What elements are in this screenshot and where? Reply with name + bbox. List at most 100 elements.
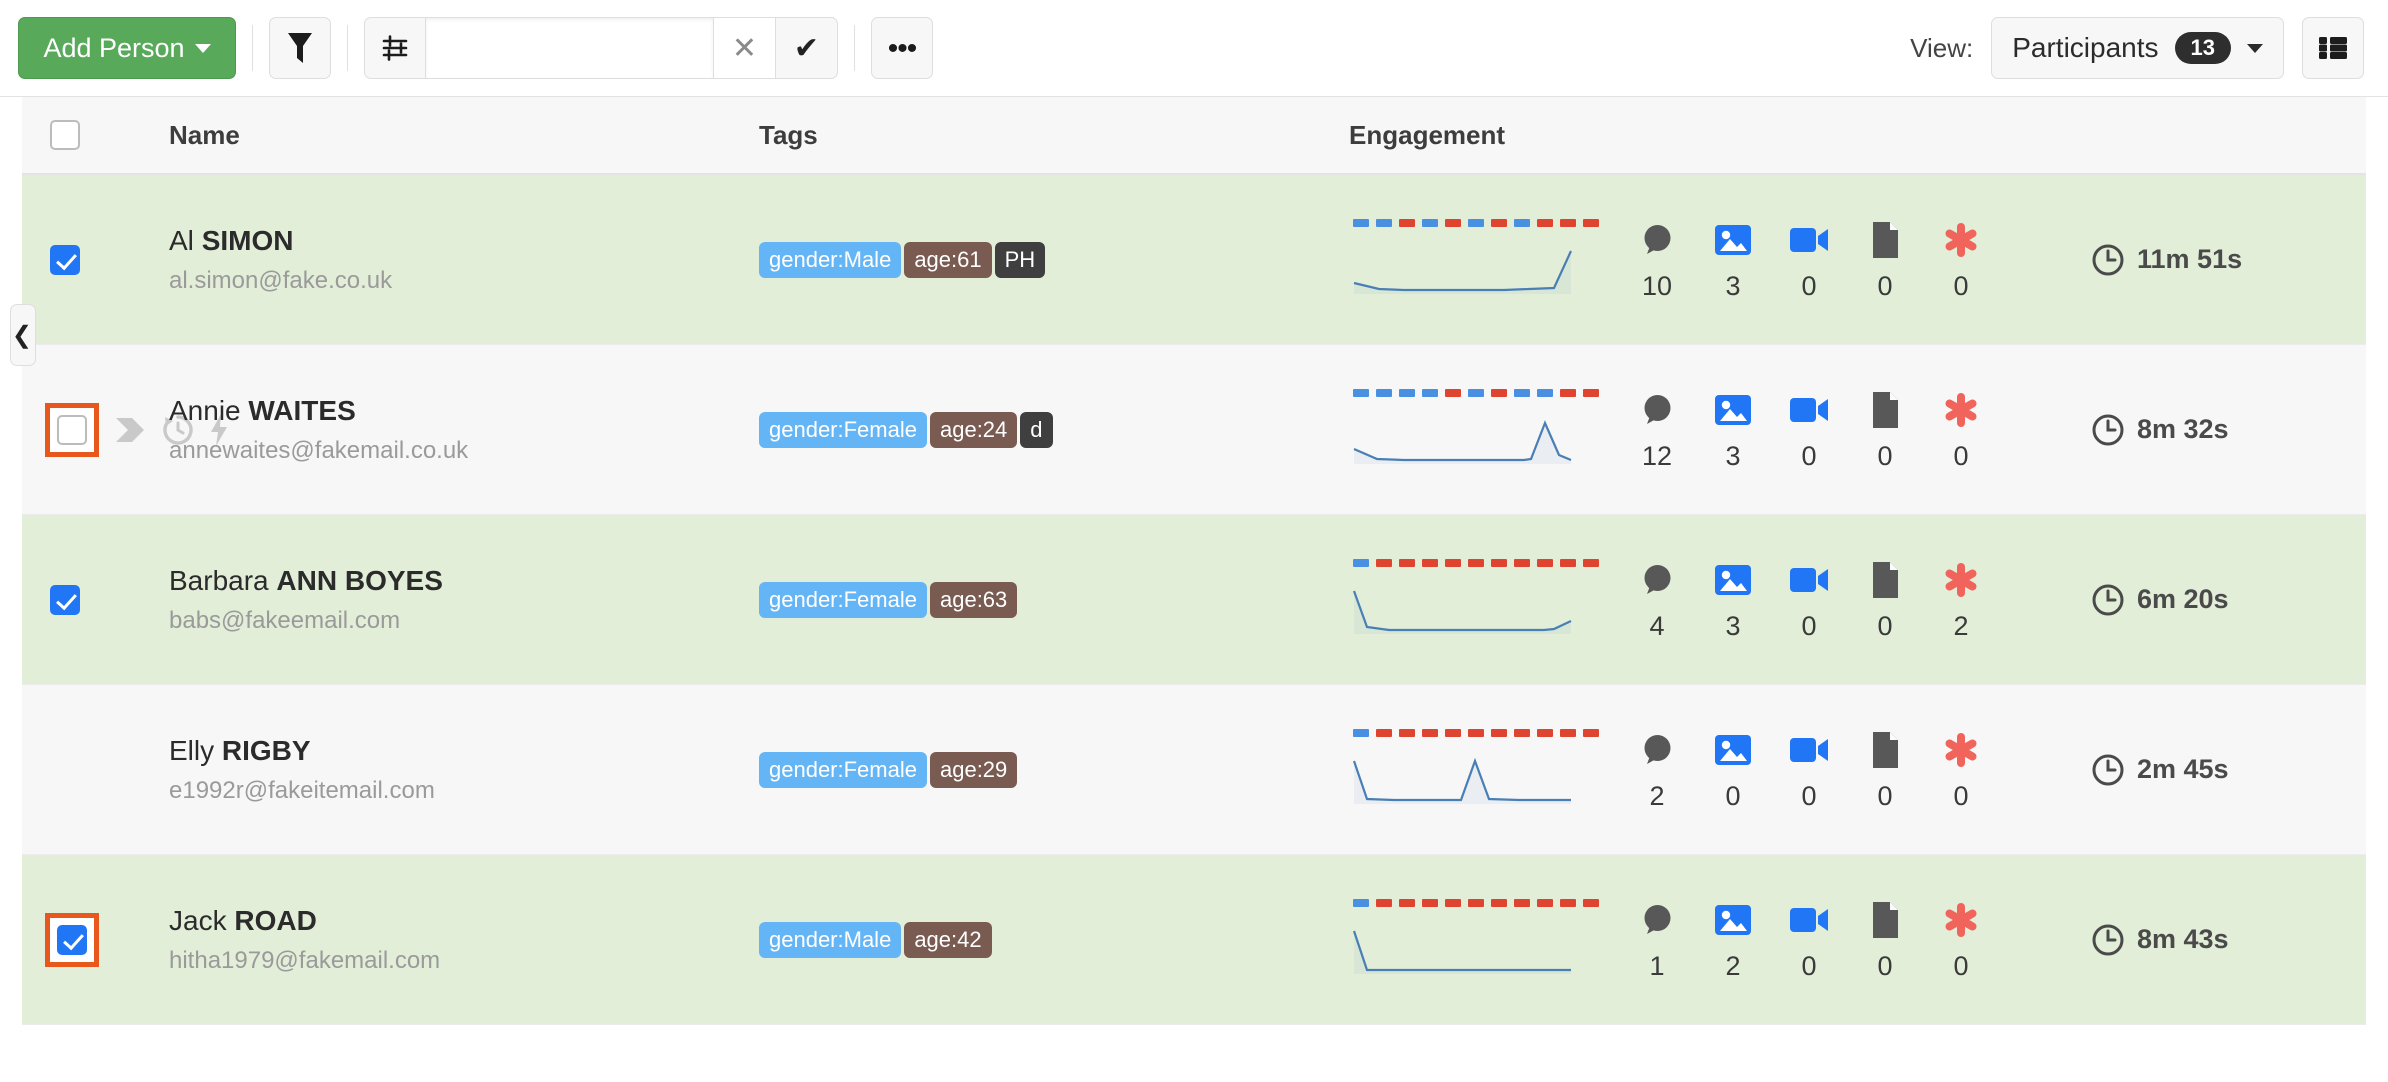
filter-button[interactable] [269, 17, 331, 79]
row-checkbox[interactable] [57, 924, 87, 955]
sidebar-collapse-handle[interactable]: ❮ [10, 304, 36, 366]
grid-view-button[interactable] [2302, 17, 2364, 79]
image-icon-holder [1695, 897, 1771, 943]
search-settings-button[interactable] [364, 17, 426, 79]
counter-value: 3 [1725, 611, 1741, 641]
engagement-dash [1468, 388, 1484, 397]
row-checkbox-wrapper[interactable] [50, 244, 80, 275]
add-person-button[interactable]: Add Person [18, 17, 236, 79]
engagement-dash [1560, 388, 1576, 397]
engagement-dash [1560, 728, 1576, 737]
engagement-dash [1376, 728, 1392, 737]
engagement-dash [1491, 898, 1507, 907]
history-icon[interactable] [162, 414, 194, 446]
tag-chip[interactable]: gender:Female [759, 751, 927, 788]
select-all-checkbox[interactable] [50, 120, 80, 150]
engagement-dash-strip [1349, 898, 1599, 907]
counter-value: 2 [1649, 781, 1665, 811]
row-checkbox[interactable] [50, 584, 80, 615]
engagement-cell: 10 3 0 0 0 [1349, 217, 2366, 302]
engagement-counter: 0 [1847, 557, 1923, 642]
counter-value: 2 [1725, 951, 1741, 981]
engagement-dash [1468, 728, 1484, 737]
engagement-counter: 10 [1619, 217, 1695, 302]
engagement-dash [1445, 388, 1461, 397]
tag-chip[interactable]: d [1020, 411, 1053, 448]
duration-value: 8m 32s [2137, 414, 2229, 444]
comment-icon-holder [1619, 897, 1695, 943]
comment-icon-holder [1619, 387, 1695, 433]
participant-email: hitha1979@fakemail.com [169, 946, 441, 974]
engagement-counters: 12 3 0 0 0 [1619, 387, 1999, 472]
engagement-counter: 0 [1771, 387, 1847, 472]
tag-chip[interactable]: age:63 [929, 581, 1018, 618]
row-checkbox-wrapper[interactable] [45, 912, 99, 967]
row-select-cell [22, 402, 227, 457]
row-checkbox[interactable] [57, 414, 87, 445]
image-icon-holder [1695, 387, 1771, 433]
tag-chip[interactable]: age:29 [929, 751, 1018, 788]
lightning-icon[interactable] [208, 413, 230, 447]
engagement-dash [1353, 218, 1369, 227]
document-icon [1873, 562, 1898, 598]
row-checkbox-wrapper[interactable] [50, 584, 80, 615]
tag-chip[interactable]: gender:Female [759, 411, 927, 448]
asterisk-icon [1945, 733, 1977, 767]
counter-value: 0 [1953, 271, 1969, 301]
column-header-engagement[interactable]: Engagement [1349, 119, 1506, 150]
column-header-name[interactable]: Name [169, 119, 240, 150]
column-header-tags[interactable]: Tags [759, 119, 818, 150]
tag-chip[interactable]: age:42 [904, 921, 992, 958]
engagement-dash [1583, 898, 1599, 907]
clear-search-button[interactable]: ✕ [714, 17, 776, 79]
comment-icon-holder [1619, 557, 1695, 603]
engagement-counter: 3 [1695, 387, 1771, 472]
search-input[interactable] [426, 17, 714, 79]
engagement-counter: 0 [1771, 557, 1847, 642]
counter-value: 2 [1953, 611, 1969, 641]
tag-chip[interactable]: age:24 [929, 411, 1018, 448]
chevron-down-icon [194, 43, 211, 53]
asterisk-icon [1945, 393, 1977, 427]
counter-value: 10 [1641, 271, 1673, 301]
tag-chip[interactable]: gender:Female [759, 581, 927, 618]
view-selector[interactable]: Participants 13 [1991, 17, 2284, 79]
engagement-counter: 0 [1695, 727, 1771, 812]
video-icon-holder [1771, 387, 1847, 433]
row-select-cell [22, 584, 169, 615]
engagement-dash [1514, 728, 1530, 737]
tag-chip[interactable]: gender:Male [759, 921, 902, 958]
counter-value: 0 [1953, 951, 1969, 981]
row-checkbox[interactable] [50, 244, 80, 275]
engagement-dash [1537, 898, 1553, 907]
engagement-cell: 4 3 0 0 2 [1349, 557, 2366, 642]
chevron-down-icon [2247, 43, 2263, 53]
engagement-sparkline-group [1349, 728, 1599, 811]
row-select-cell [22, 244, 169, 275]
tag-chip[interactable]: gender:Male [759, 241, 902, 278]
more-options-button[interactable]: ••• [871, 17, 933, 79]
tag-icon[interactable] [114, 415, 148, 445]
row-checkbox-wrapper[interactable] [45, 402, 99, 457]
image-icon [1715, 905, 1751, 935]
engagement-dash [1445, 898, 1461, 907]
engagement-counter: 1 [1619, 897, 1695, 982]
participant-email: e1992r@fakeitemail.com [169, 776, 435, 804]
apply-search-button[interactable]: ✔ [776, 17, 838, 79]
engagement-sparkline [1353, 250, 1572, 294]
tag-chip[interactable]: age:61 [904, 241, 992, 278]
first-name: Jack [169, 904, 227, 936]
tag-chip[interactable]: PH [994, 241, 1046, 278]
counter-value: 3 [1725, 271, 1741, 301]
